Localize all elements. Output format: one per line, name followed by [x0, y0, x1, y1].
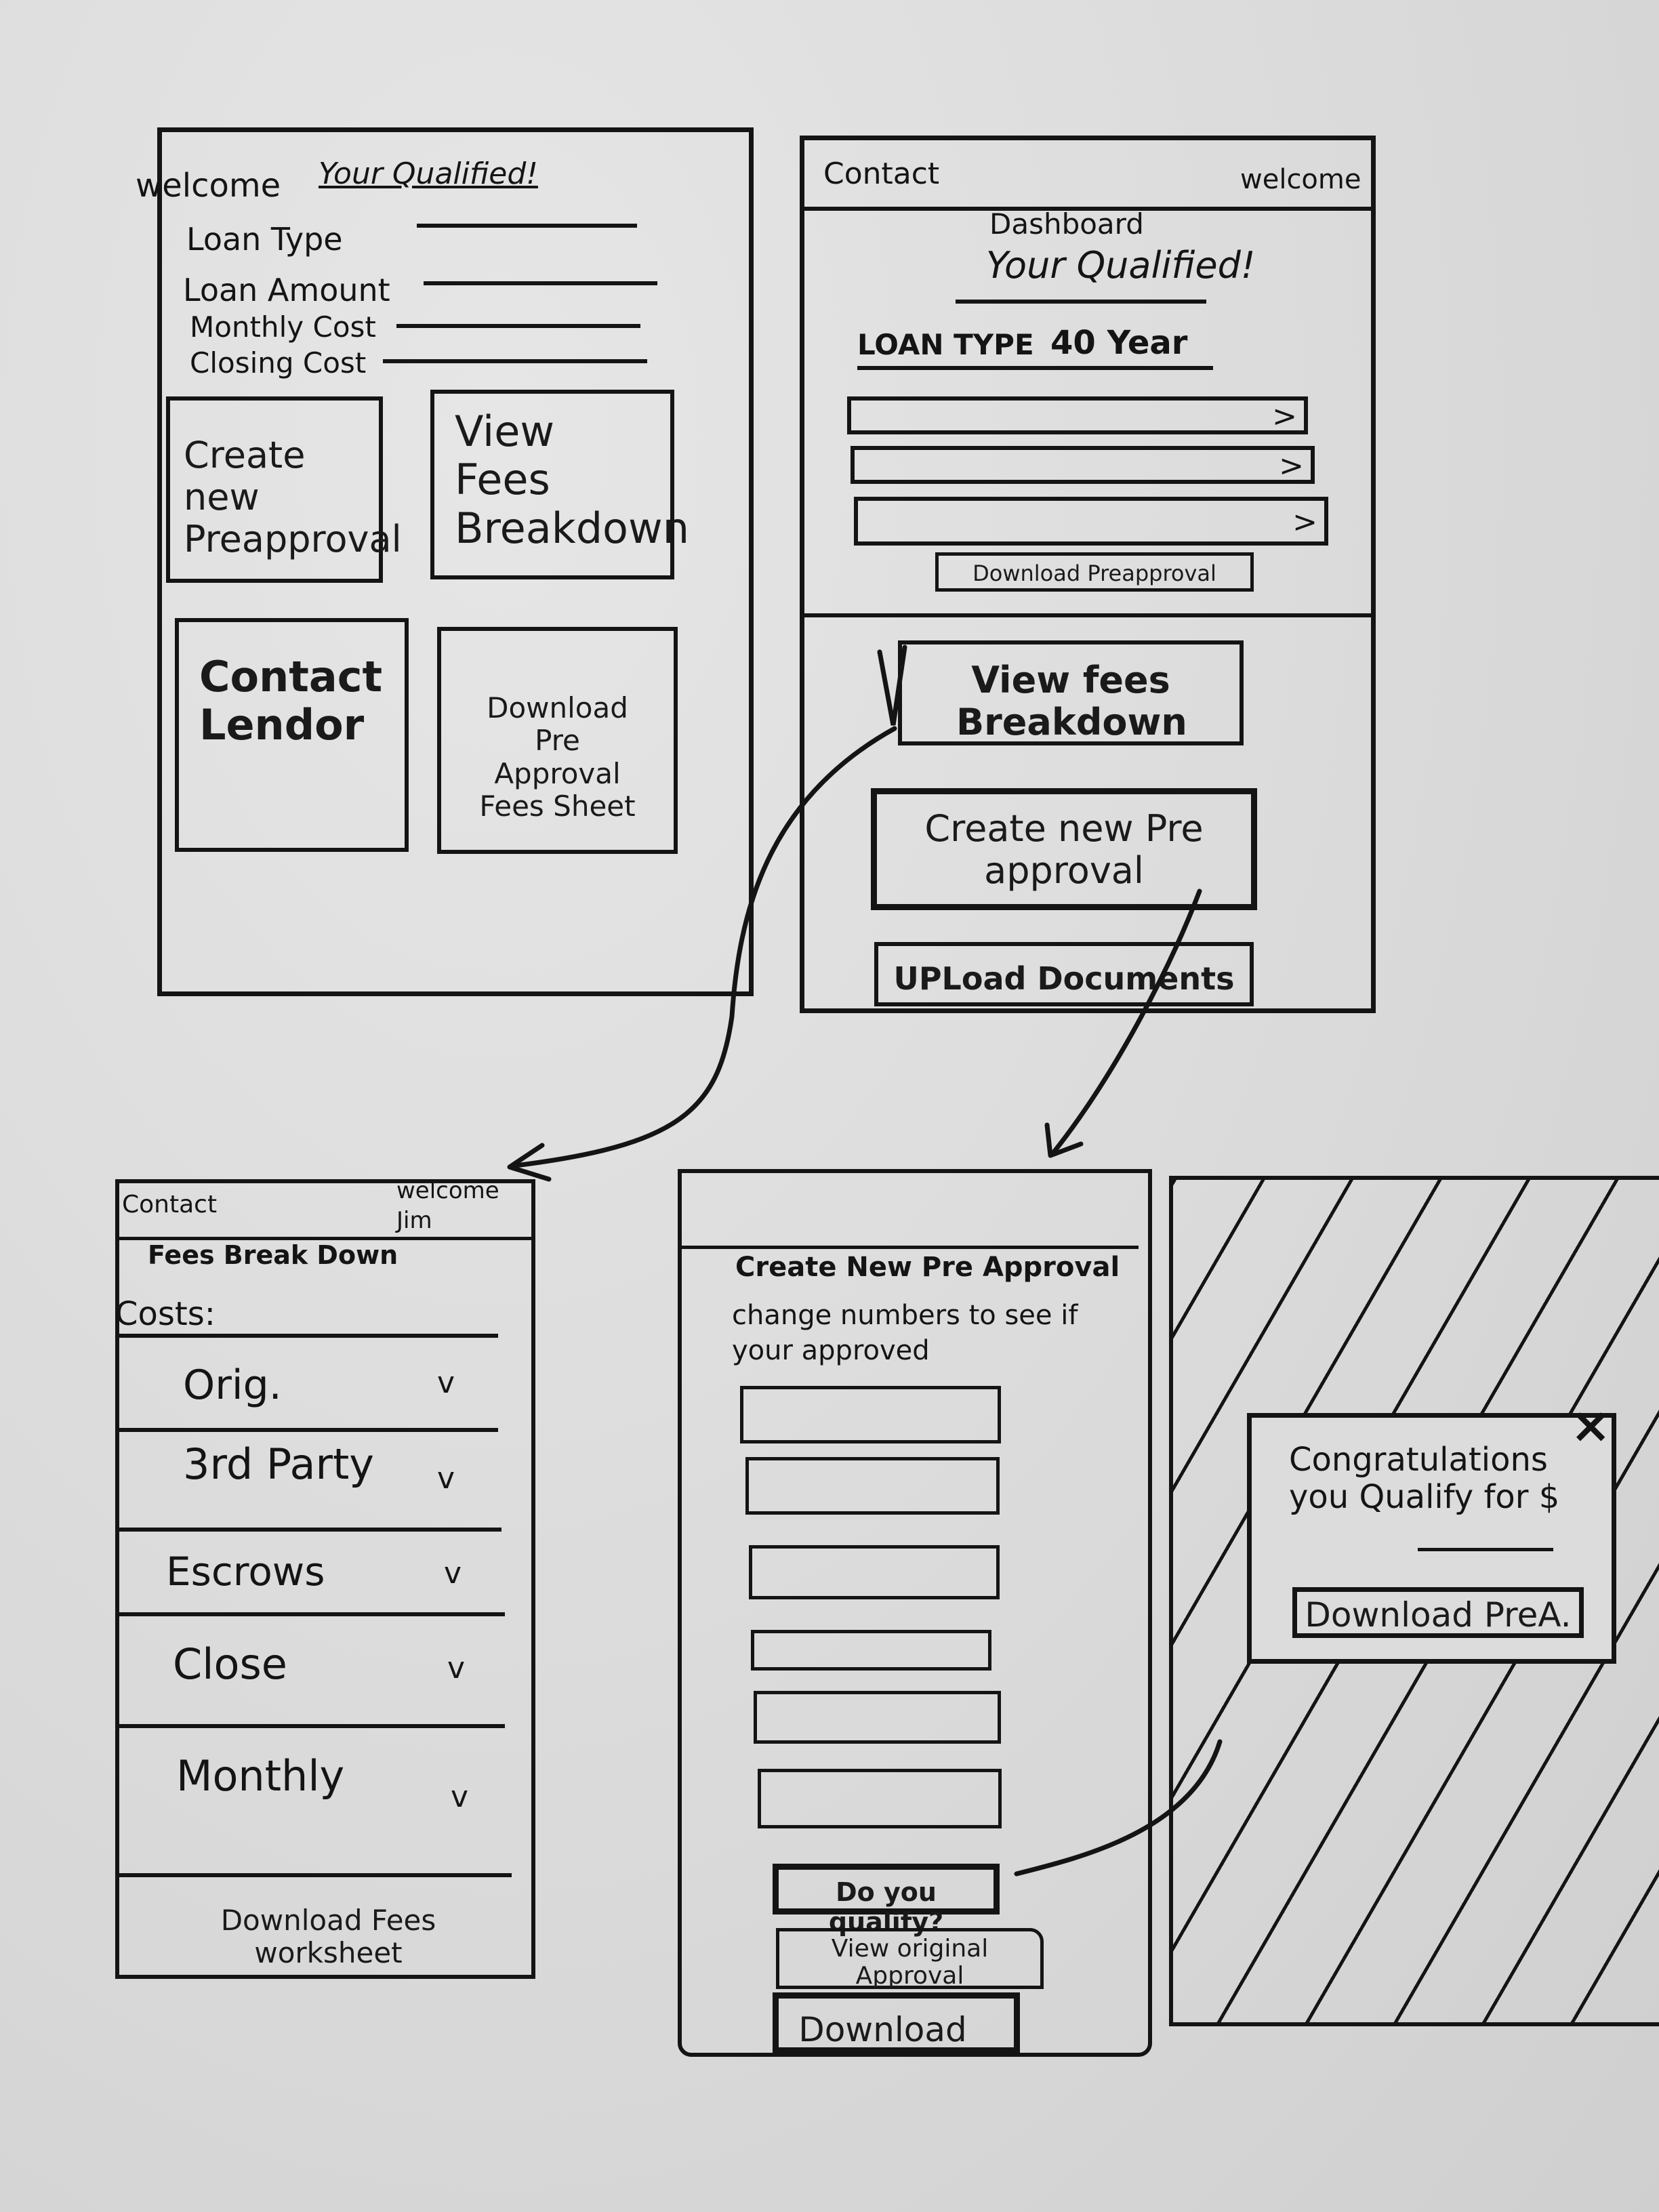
input-field[interactable] [758, 1769, 1002, 1828]
arrow-view-fees-to-breakdown [512, 726, 897, 1168]
field-loan-amount-label: Loan Amount [183, 272, 390, 308]
field-closing-cost-line [383, 359, 647, 363]
create-subtitle: change numbers to see if your approved [732, 1300, 1078, 1366]
contact-link[interactable]: Contact [823, 157, 940, 191]
screen-dashboard-frame [800, 136, 1376, 1013]
chevron-down-icon: v [451, 1780, 469, 1814]
tile-download-fees-sheet[interactable]: Download Pre Approval Fees Sheet [437, 627, 678, 854]
qualified-heading: Your Qualified! [319, 157, 538, 191]
chevron-down-icon: v [437, 1366, 455, 1400]
input-field[interactable] [751, 1630, 991, 1671]
chevron-right-icon: > [1279, 449, 1304, 483]
view-fees-button[interactable]: View fees Breakdown [898, 640, 1244, 745]
cost-row-third-party[interactable]: 3rd Party v [119, 1430, 501, 1532]
tile-contact-lender-label: Contact Lendor [199, 652, 383, 750]
field-monthly-cost-label: Monthly Cost [190, 310, 376, 344]
screen-modal-frame [1169, 1176, 1659, 2026]
download-button-label: Download [798, 2010, 967, 2049]
cost-row-close[interactable]: Close v [119, 1616, 505, 1728]
chevron-right-icon: > [1292, 505, 1317, 539]
arrowhead-left [507, 1143, 552, 1182]
cost-row-label: Monthly [176, 1751, 345, 1801]
download-prea-button[interactable]: Download PreA. [1292, 1587, 1584, 1638]
screen-create-frame [678, 1169, 1152, 2057]
cost-row-label: Orig. [183, 1361, 282, 1409]
tile-download-fees-sheet-label: Download Pre Approval Fees Sheet [479, 691, 636, 823]
cost-row-escrows[interactable]: Escrows v [119, 1532, 505, 1616]
field-loan-amount-line [424, 281, 657, 285]
tile-create-preapproval-label: Create new Preapproval [184, 434, 402, 561]
arrow-create-to-form [1051, 888, 1202, 1155]
create-new-preapproval-button[interactable]: Create new Pre approval [871, 788, 1257, 910]
costs-label: Costs: [115, 1295, 216, 1333]
fees-title: Fees Break Down [148, 1240, 398, 1270]
loan-detail-row[interactable]: > [854, 497, 1328, 546]
cost-row-label: Escrows [166, 1549, 325, 1595]
amount-underline [1418, 1548, 1553, 1551]
tile-view-fees[interactable]: View Fees Breakdown [430, 390, 689, 579]
loan-term-value: 40 Year [1050, 324, 1188, 362]
input-field[interactable] [745, 1457, 1000, 1515]
download-button[interactable]: Download [773, 1992, 1020, 2053]
dashboard-title: Dashboard [989, 207, 1144, 241]
header-divider [115, 1237, 535, 1240]
download-fees-worksheet-label: Download Fees worksheet [220, 1904, 436, 1970]
field-monthly-cost-line [396, 324, 640, 328]
chevron-right-icon: > [1272, 399, 1297, 434]
field-loan-type-line [417, 224, 637, 228]
header-divider [800, 207, 1376, 211]
arrowhead-down [1044, 1122, 1084, 1158]
download-prea-label: Download PreA. [1305, 1595, 1572, 1635]
field-closing-cost-label: Closing Cost [190, 346, 367, 380]
check-mark [877, 644, 907, 726]
create-title: Create New Pre Approval [735, 1252, 1120, 1283]
qualify-button[interactable]: Do you qualify? [773, 1864, 1000, 1937]
view-original-approval-label: View original Approval [831, 1935, 989, 1990]
input-field[interactable] [740, 1386, 1001, 1443]
cost-row-monthly[interactable]: Monthly v [119, 1728, 512, 1877]
download-preapproval-label: Download Preapproval [972, 560, 1216, 586]
input-field[interactable] [754, 1691, 1001, 1744]
input-field[interactable] [749, 1545, 1000, 1599]
section-divider [800, 613, 1376, 617]
cost-row-orig[interactable]: Orig. v [119, 1334, 498, 1432]
close-icon[interactable]: × [1570, 1397, 1612, 1454]
create-new-preapproval-label: Create new Pre approval [924, 807, 1204, 893]
arrow-qualify-to-modal [1014, 1739, 1223, 1877]
congratulations-message: Congratulations you Qualify for $ [1289, 1441, 1560, 1517]
chevron-down-icon: v [437, 1461, 455, 1496]
tile-view-fees-label: View Fees Breakdown [455, 407, 689, 553]
contact-link[interactable]: Contact [122, 1191, 218, 1218]
cost-row-label: 3rd Party [183, 1439, 374, 1489]
chevron-down-icon: v [447, 1651, 466, 1685]
cost-row-label: Close [173, 1639, 287, 1689]
welcome-text: welcome Jim [396, 1177, 499, 1235]
loan-detail-row[interactable]: > [847, 396, 1308, 434]
upload-documents-button[interactable]: UPLoad Documents [874, 942, 1254, 1006]
qualify-button-label: Do you qualify? [828, 1877, 944, 1937]
upload-documents-label: UPLoad Documents [893, 960, 1235, 997]
field-loan-type-label: Loan Type [186, 221, 343, 258]
congratulations-modal: Congratulations you Qualify for $ × Down… [1247, 1401, 1616, 1664]
qualified-heading: Your Qualified! [986, 244, 1256, 287]
view-original-approval-button[interactable]: View original Approval [776, 1928, 1044, 1989]
download-fees-worksheet-button[interactable]: Download Fees worksheet [125, 1884, 535, 1979]
qualified-underline [956, 300, 1206, 304]
screen-home-frame [157, 127, 754, 996]
loan-detail-row[interactable]: > [851, 446, 1315, 484]
view-fees-label: View fees Breakdown [956, 659, 1187, 744]
welcome-text: welcome [1240, 164, 1361, 195]
chevron-down-icon: v [444, 1556, 462, 1591]
download-preapproval-button[interactable]: Download Preapproval [935, 552, 1254, 592]
tile-contact-lender[interactable]: Contact Lendor [175, 618, 409, 852]
tile-create-preapproval[interactable]: Create new Preapproval [166, 396, 402, 583]
loan-type-underline [857, 366, 1213, 370]
header-divider [678, 1246, 1139, 1249]
welcome-text: welcome [136, 167, 281, 205]
loan-type-label: LOAN TYPE [857, 328, 1034, 361]
